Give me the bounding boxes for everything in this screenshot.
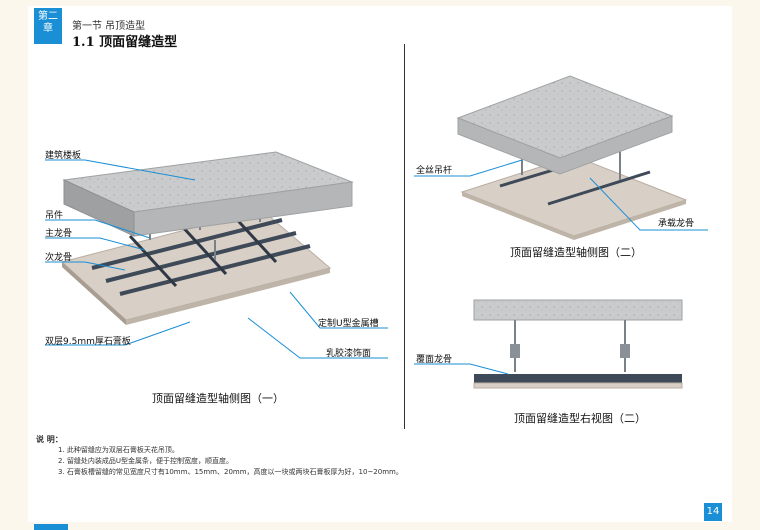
figure3-drawing (414, 299, 683, 389)
label-hanger: 吊件 (45, 211, 64, 221)
label-slab: 建筑楼板 (45, 151, 82, 161)
section-title: 第一节 吊顶造型 (72, 21, 146, 32)
chapter-badge-line1: 第二 (38, 11, 58, 22)
figure3-caption: 顶面留缝造型右视图（二） (514, 412, 646, 425)
figure1-caption: 顶面留缝造型轴侧图（一） (152, 392, 284, 405)
bottom-tab (34, 524, 68, 530)
figure1-drawing (45, 151, 388, 359)
notes-title: 说 明： (36, 435, 63, 444)
fig2-board-edge (462, 192, 686, 240)
notes-item: 2. 留缝处内装成品U型金属条，便于控制宽度，顺直度。 (58, 457, 234, 465)
figure3-leaders (414, 363, 509, 375)
chapter-badge: 第二 章 (34, 8, 62, 44)
figure2-caption: 顶面留缝造型轴侧图（二） (510, 246, 642, 259)
notes-item: 1. 此种留缝应为双层石膏板天花吊顶。 (58, 446, 179, 454)
gypsum-board-edge (126, 268, 330, 325)
notes-item: 3. 石膏板槽留缝的常见宽度尺寸有10mm、15mm、20mm，高度以一块或两块… (58, 468, 403, 476)
label-bearing-keel: 承载龙骨 (658, 219, 695, 229)
figure2-drawing (414, 75, 708, 240)
notes-block: 说 明： 1. 此种留缝应为双层石膏板天花吊顶。 2. 留缝处内装成品U型金属条… (36, 434, 403, 478)
label-paint-finish: 乳胶漆饰面 (326, 349, 372, 359)
vertical-divider (404, 44, 405, 429)
chapter-badge-line2: 章 (43, 23, 53, 34)
fig3-keel (474, 374, 682, 383)
fig3-hanger-left (510, 344, 520, 358)
fig3-rods (514, 320, 626, 372)
concrete-slab-left (63, 179, 135, 237)
fig2-slab-front (457, 115, 673, 175)
label-cover-keel: 覆面龙骨 (416, 355, 453, 365)
label-main-keel: 主龙骨 (45, 229, 73, 239)
figure2-leaders (414, 159, 708, 231)
label-sub-keel: 次龙骨 (45, 253, 73, 263)
fig3-board (473, 382, 683, 389)
gypsum-board-edge-left (62, 262, 126, 325)
fig3-hanger-right (620, 344, 630, 358)
fig3-slab (473, 299, 683, 321)
figure1-leaders (45, 159, 388, 359)
label-threaded-rod: 全丝吊杆 (416, 166, 453, 176)
page-heading: 1.1 顶面留缝造型 (72, 35, 178, 50)
page-number: 14 (704, 503, 722, 521)
label-gypsum-board: 双层9.5mm厚石膏板 (45, 337, 131, 347)
label-u-channel: 定制U型金属槽 (318, 319, 379, 329)
sub-keels (91, 218, 311, 296)
